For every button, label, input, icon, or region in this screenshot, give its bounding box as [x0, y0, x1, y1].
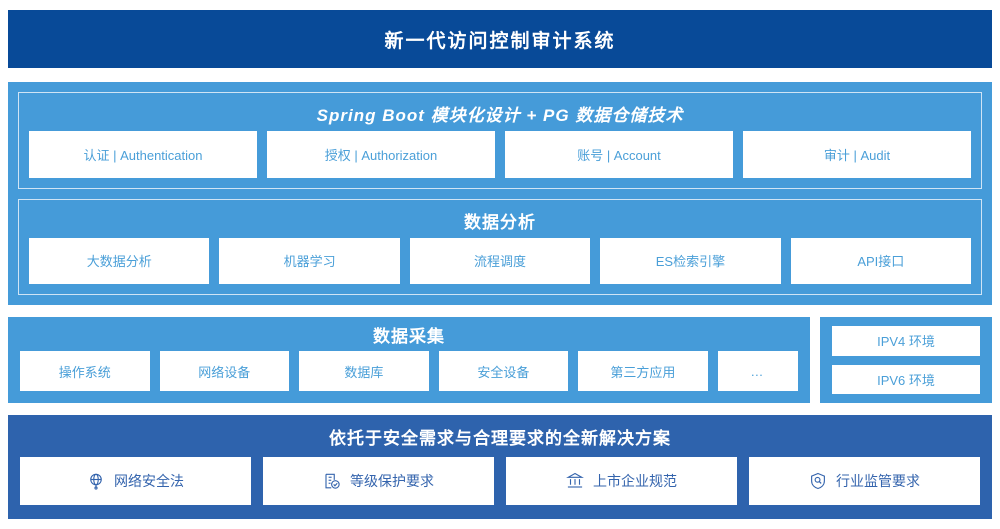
- platform-card-authentication-label: 认证 | Authentication: [83, 147, 203, 163]
- environment-card-ipv6-label: IPV6 环境: [877, 372, 935, 388]
- compliance-card-classified-protection[interactable]: 等级保护要求: [263, 457, 494, 505]
- analytics-card-es-search[interactable]: ES检索引擎: [600, 237, 781, 284]
- collection-card-third-party-app-label: 第三方应用: [610, 364, 676, 380]
- collection-card-security-device[interactable]: 安全设备: [438, 351, 569, 391]
- platform-analytics-panel: Spring Boot 模块化设计 + PG 数据仓储技术 认证 | Authe…: [8, 82, 992, 305]
- environment-card-ipv6[interactable]: IPV6 环境: [832, 364, 980, 394]
- environment-card-ipv4-label: IPV4 环境: [877, 334, 935, 350]
- compliance-card-classified-protection-label: 等级保护要求: [350, 473, 434, 489]
- platform-card-authorization-label: 授权 | Authorization: [324, 147, 438, 163]
- compliance-title: 依托于安全需求与合理要求的全新解决方案: [329, 429, 671, 448]
- collection-panel: 数据采集 操作系统 网络设备 数据库 安全设备 第三方应用 …: [8, 317, 810, 403]
- collection-card-network-device[interactable]: 网络设备: [159, 351, 290, 391]
- platform-card-audit-label: 审计 | Audit: [823, 147, 891, 163]
- analytics-card-bigdata-label: 大数据分析: [86, 254, 152, 270]
- collection-title: 数据采集: [373, 327, 445, 346]
- platform-card-audit[interactable]: 审计 | Audit: [743, 131, 971, 178]
- analytics-card-es-search-label: ES检索引擎: [655, 254, 726, 270]
- analytics-card-row: 大数据分析 机器学习 流程调度 ES检索引擎 API接口: [29, 237, 972, 284]
- platform-group-title: Spring Boot 模块化设计 + PG 数据仓储技术: [316, 106, 684, 125]
- analytics-card-api-label: API接口: [857, 254, 905, 270]
- collection-card-database[interactable]: 数据库: [299, 351, 429, 391]
- analytics-card-machine-learning-label: 机器学习: [283, 254, 336, 270]
- globe-icon: [87, 472, 105, 490]
- compliance-card-cybersecurity-law-label: 网络安全法: [114, 473, 184, 489]
- compliance-card-industry-regulation[interactable]: 行业监管要求: [749, 457, 980, 505]
- compliance-card-listed-enterprise[interactable]: 上市企业规范: [506, 457, 737, 505]
- collection-card-more[interactable]: …: [717, 351, 798, 391]
- collection-card-network-device-label: 网络设备: [198, 364, 251, 380]
- collection-card-database-label: 数据库: [344, 364, 384, 380]
- analytics-card-machine-learning[interactable]: 机器学习: [219, 237, 400, 284]
- analytics-card-workflow-label: 流程调度: [474, 254, 527, 270]
- document-check-icon: [323, 472, 341, 490]
- collection-card-more-label: …: [750, 363, 766, 379]
- collection-card-os[interactable]: 操作系统: [20, 351, 150, 391]
- platform-card-account[interactable]: 账号 | Account: [505, 131, 733, 178]
- bank-icon: [566, 472, 584, 490]
- collection-card-security-device-label: 安全设备: [477, 364, 530, 380]
- compliance-card-industry-regulation-label: 行业监管要求: [836, 473, 920, 489]
- page-title: 新一代访问控制审计系统: [384, 30, 616, 52]
- shield-search-icon: [809, 472, 827, 490]
- compliance-card-row: 网络安全法 等级保护要求: [20, 457, 980, 505]
- platform-card-authentication[interactable]: 认证 | Authentication: [29, 131, 257, 178]
- platform-card-row: 认证 | Authentication 授权 | Authorization 账…: [29, 131, 971, 178]
- platform-group: Spring Boot 模块化设计 + PG 数据仓储技术 认证 | Authe…: [18, 92, 982, 189]
- platform-card-account-label: 账号 | Account: [577, 147, 661, 163]
- analytics-card-workflow[interactable]: 流程调度: [409, 237, 591, 284]
- analytics-card-api[interactable]: API接口: [790, 237, 972, 284]
- analytics-group: 数据分析 大数据分析 机器学习 流程调度 ES检索引擎 API接口: [18, 198, 982, 295]
- collection-card-third-party-app[interactable]: 第三方应用: [578, 351, 708, 391]
- header-banner: 新一代访问控制审计系统: [8, 10, 992, 68]
- environment-card-ipv4[interactable]: IPV4 环境: [832, 326, 980, 356]
- compliance-card-cybersecurity-law[interactable]: 网络安全法: [20, 457, 251, 505]
- collection-card-row: 操作系统 网络设备 数据库 安全设备 第三方应用 …: [20, 351, 798, 391]
- analytics-card-bigdata[interactable]: 大数据分析: [29, 237, 210, 284]
- compliance-card-listed-enterprise-label: 上市企业规范: [593, 473, 677, 489]
- analytics-group-title: 数据分析: [464, 212, 536, 232]
- compliance-panel: 依托于安全需求与合理要求的全新解决方案 网络安全法: [8, 415, 992, 519]
- collection-card-os-label: 操作系统: [58, 364, 111, 380]
- environment-panel: IPV4 环境 IPV6 环境: [820, 317, 992, 403]
- platform-card-authorization[interactable]: 授权 | Authorization: [267, 131, 495, 178]
